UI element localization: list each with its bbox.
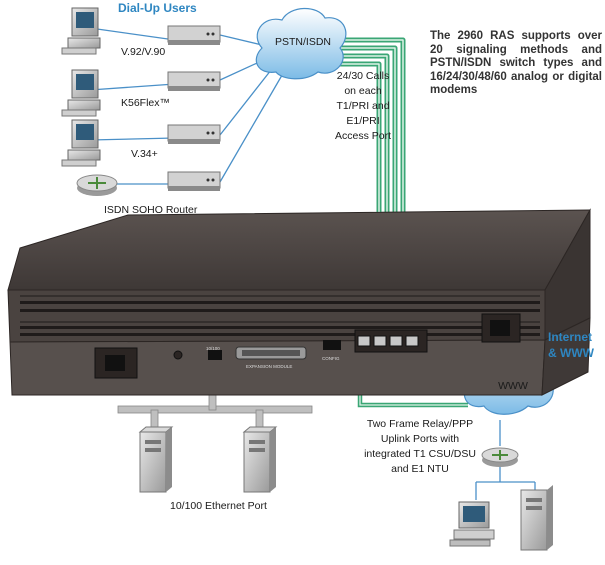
ras-chassis xyxy=(7,208,591,396)
modem-2 xyxy=(167,71,221,91)
server-2 xyxy=(242,426,278,493)
calls-line-2: on each xyxy=(344,85,382,97)
internet-pc xyxy=(449,501,495,547)
internet-router-icon xyxy=(481,447,519,467)
calls-line-4: E1/PRI xyxy=(346,115,380,127)
ethernet-port-tag: 10/100 xyxy=(206,346,220,351)
ethernet-port xyxy=(208,350,222,360)
www-label: WWW xyxy=(498,380,528,392)
link-modem1-pstn xyxy=(219,34,263,46)
internet-label-1: Internet xyxy=(548,330,593,344)
description-text: The 2960 RAS supports over 20 signaling … xyxy=(430,30,602,96)
calls-line-5: Access Port xyxy=(334,130,392,142)
router-label: ISDN SOHO Router xyxy=(104,204,198,216)
config-port-tag: CONFIG xyxy=(322,356,340,361)
expansion-module-tag: EXPANSION MODULE xyxy=(246,364,293,369)
modem-label-2: K56Flex™ xyxy=(121,97,171,109)
server-1 xyxy=(138,426,174,493)
modem-4 xyxy=(167,171,221,191)
pstn-cloud xyxy=(255,7,347,80)
calls-line-1: 24/30 Calls xyxy=(336,70,390,82)
modem-1 xyxy=(167,25,221,45)
modems xyxy=(167,25,221,191)
pc-2 xyxy=(61,69,101,117)
calls-line-3: T1/PRI and xyxy=(336,100,390,112)
dialup-links xyxy=(89,27,536,500)
uplink-line-1: Two Frame Relay/PPP xyxy=(366,418,474,430)
dialup-users-title: Dial-Up Users xyxy=(118,1,197,15)
pstn-label: PSTN/ISDN xyxy=(274,36,331,48)
uplink-line-3: integrated T1 CSU/DSU xyxy=(364,448,476,460)
internet-label-2: & WWW xyxy=(548,346,594,360)
internet-server xyxy=(520,485,553,551)
modem-3 xyxy=(167,124,221,144)
pc-1 xyxy=(61,7,101,55)
link-pc2-modem2 xyxy=(89,83,176,91)
link-pc3-modem3 xyxy=(89,137,176,141)
modem-label-1: V.92/V.90 xyxy=(121,46,166,58)
modem-label-3: V.34+ xyxy=(131,148,158,160)
wan-ports xyxy=(354,329,428,353)
pc-3 xyxy=(61,119,101,167)
link-pc1-modem1 xyxy=(89,27,176,41)
uplink-line-4: and E1 NTU xyxy=(391,463,449,475)
link-modem4-pstn xyxy=(219,69,286,183)
uplink-line-2: Uplink Ports with xyxy=(380,433,460,445)
config-port xyxy=(323,340,341,350)
link-modem3-pstn xyxy=(219,64,276,136)
isdn-router-icon xyxy=(76,174,118,196)
ethernet-port-label: 10/100 Ethernet Port xyxy=(170,500,267,512)
